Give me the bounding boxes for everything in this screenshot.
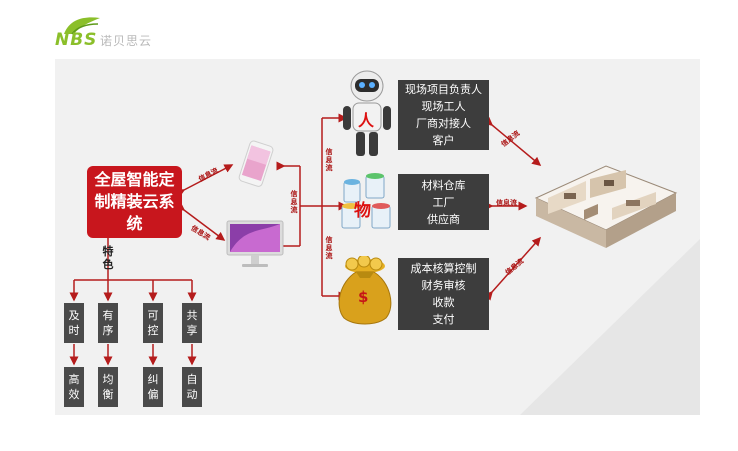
feature-box-1-bottom: 高效 xyxy=(64,367,84,407)
logo-brand: NBS xyxy=(55,30,98,50)
people-line-2: 现场工人 xyxy=(421,100,466,113)
smartphone-icon xyxy=(238,140,274,187)
finance-line-3: 收款 xyxy=(432,296,455,309)
money-glyph: $ xyxy=(358,288,369,306)
materials-buckets-icon xyxy=(341,173,391,229)
finance-group-box: 成本核算控制 财务审核 收款 支付 xyxy=(398,258,489,330)
flow-label-people: 信息流 xyxy=(325,148,333,172)
logo-tagline: 诺贝思云 xyxy=(100,34,153,48)
flow-label-finance: 信息流 xyxy=(325,236,333,260)
feature-box-3-bottom: 纠偏 xyxy=(143,367,163,407)
feature-1-top-text: 及时 xyxy=(68,309,80,337)
desktop-computer-icon xyxy=(226,220,284,267)
person-glyph: 人 xyxy=(358,111,375,130)
feature-box-3-top: 可控 xyxy=(143,303,163,343)
materials-line-1: 材料仓库 xyxy=(421,178,466,192)
materials-line-3: 供应商 xyxy=(427,212,460,226)
people-line-4: 客户 xyxy=(432,134,455,147)
feature-2-top-text: 有序 xyxy=(102,309,114,337)
core-system-title: 全屋智能定制精装云系统 xyxy=(94,170,175,233)
feature-box-2-top: 有序 xyxy=(98,303,118,343)
leaf-logo-icon xyxy=(64,17,100,35)
flow-label-devices: 信息流 xyxy=(290,190,298,214)
materials-glyph: 物 xyxy=(354,201,371,221)
feature-box-4-bottom: 自动 xyxy=(182,367,202,407)
feature-box-4-top: 共享 xyxy=(182,303,202,343)
feature-4-top-text: 共享 xyxy=(186,309,198,337)
people-group-box: 现场项目负责人 现场工人 厂商对接人 客户 xyxy=(398,80,489,150)
feature-box-2-bottom: 均衡 xyxy=(98,367,118,407)
finance-line-4: 支付 xyxy=(432,313,455,326)
feature-4-bottom-text: 自动 xyxy=(186,373,198,401)
flow-label-house-mid: 信息流 xyxy=(496,199,517,207)
feature-2-bottom-text: 均衡 xyxy=(102,373,114,401)
feature-box-1-top: 及时 xyxy=(64,303,84,343)
finance-line-1: 成本核算控制 xyxy=(410,262,477,275)
panel-decoration xyxy=(520,239,700,415)
materials-line-2: 工厂 xyxy=(432,195,455,209)
people-line-3: 厂商对接人 xyxy=(416,117,471,130)
materials-group-box: 材料仓库 工厂 供应商 xyxy=(398,174,489,230)
money-bag-icon xyxy=(338,256,392,325)
house-floorplan-icon xyxy=(534,165,678,248)
robot-person-icon xyxy=(343,70,391,156)
feature-1-bottom-text: 高效 xyxy=(68,373,80,401)
people-line-1: 现场项目负责人 xyxy=(405,83,482,96)
features-label: 特色 xyxy=(102,245,114,271)
core-system-box: 全屋智能定制精装云系统 xyxy=(87,166,182,238)
feature-3-bottom-text: 纠偏 xyxy=(147,373,159,401)
feature-3-top-text: 可控 xyxy=(147,309,159,337)
finance-line-2: 财务审核 xyxy=(421,279,466,292)
